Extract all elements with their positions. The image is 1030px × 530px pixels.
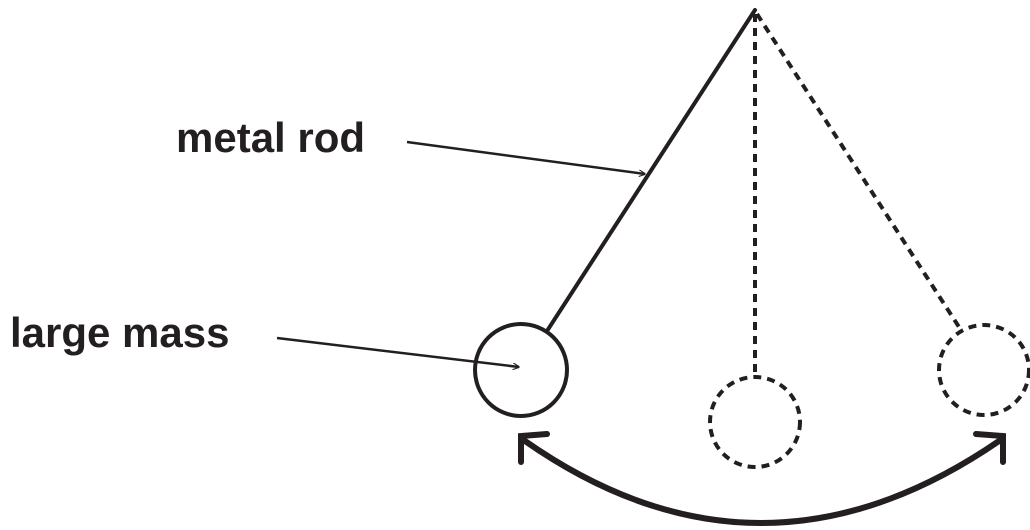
mass-dashed-center: [708, 375, 802, 469]
mass-solid: [473, 322, 569, 418]
swing-arc: [522, 438, 1002, 526]
mass-dashed-right: [937, 323, 1030, 417]
swing-arc-right-arrowhead: [973, 431, 1006, 465]
rod-pointer-arrow: [406, 140, 645, 174]
metal-rod-label: metal rod: [176, 114, 366, 161]
rod-dashed-right: [755, 12, 961, 329]
rod-solid: [545, 8, 757, 333]
large-mass-label: large mass: [10, 309, 230, 356]
mass-pointer-arrow: [276, 336, 519, 367]
swing-arc-left-arrowhead: [518, 431, 550, 465]
